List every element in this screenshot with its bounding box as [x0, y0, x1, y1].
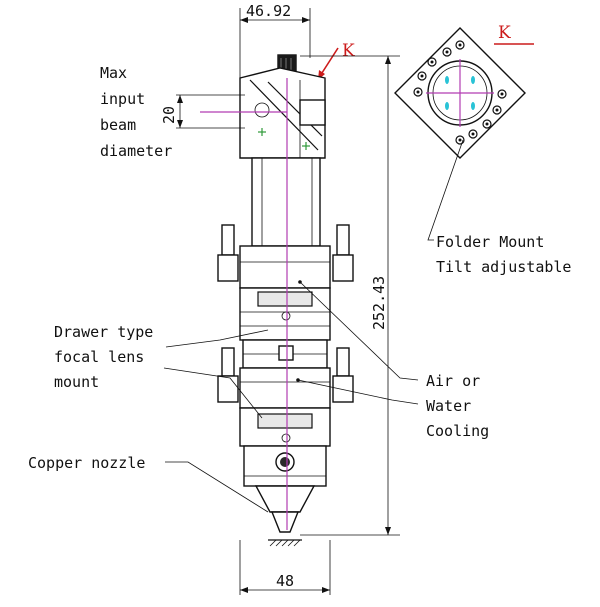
- max-input-label-4: diameter: [100, 142, 172, 160]
- cutting-head-body: [217, 54, 354, 547]
- folder-mount-detail: K: [394, 23, 534, 159]
- drawer-label-2: focal lens: [54, 348, 144, 366]
- bottom-width-dimension: 48: [239, 540, 331, 595]
- beam-diameter-dimension: 20: [160, 94, 245, 129]
- total-height-dimension: 252.43: [300, 55, 400, 536]
- total-height-value: 252.43: [370, 276, 388, 330]
- top-width-value: 46.92: [246, 2, 291, 20]
- cooling-label-3: Cooling: [426, 422, 489, 440]
- max-input-label-3: beam: [100, 116, 136, 134]
- view-k-detail: K: [498, 23, 511, 43]
- copper-nozzle-label: Copper nozzle: [28, 454, 145, 472]
- view-k-main: K: [342, 41, 355, 61]
- drawer-label-3: mount: [54, 373, 99, 391]
- upper-clamp: [239, 245, 331, 289]
- cooling-label-1: Air or: [426, 372, 480, 390]
- max-input-label-2: input: [100, 90, 145, 108]
- max-input-label-1: Max: [100, 64, 127, 82]
- annotation-labels: Max input beam diameter Folder Mount Til…: [28, 64, 571, 472]
- folder-mount-label-2: Tilt adjustable: [436, 258, 571, 276]
- beam-diameter-value: 20: [160, 106, 178, 124]
- leader-lines: [163, 139, 464, 513]
- view-marker-main: K: [318, 41, 355, 80]
- copper-nozzle-tip: [270, 511, 300, 533]
- cooling-label-2: Water: [426, 397, 471, 415]
- folder-mount-label-1: Folder Mount: [436, 233, 544, 251]
- bottom-width-value: 48: [276, 572, 294, 590]
- lower-clamp: [239, 367, 331, 409]
- optical-axis: [200, 78, 288, 530]
- drawer-label-1: Drawer type: [54, 323, 153, 341]
